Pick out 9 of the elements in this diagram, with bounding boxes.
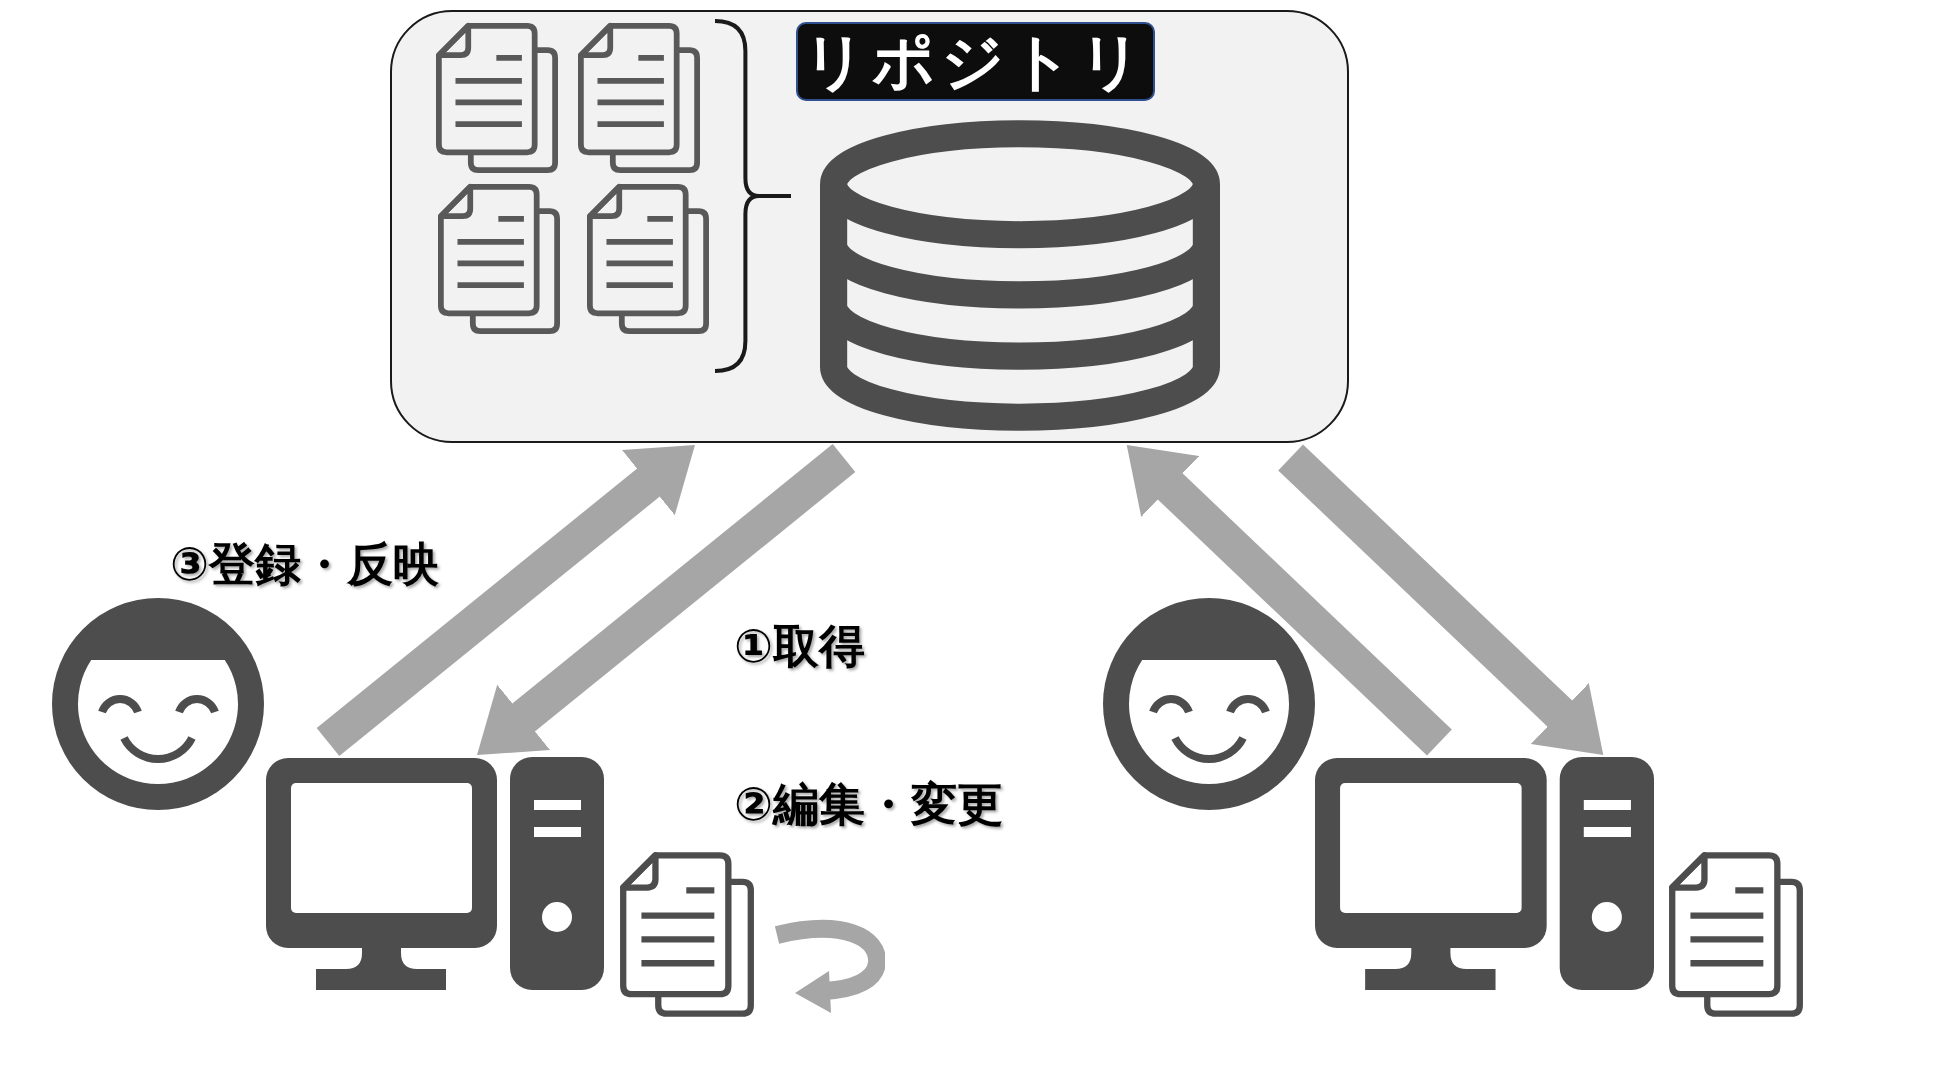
repository-label: リポジトリ [796, 22, 1155, 101]
step-label: ②編集・変更 [734, 776, 1003, 832]
computer-icon [1315, 757, 1654, 990]
edge-label: ①取得 [734, 618, 865, 674]
arrow [477, 444, 856, 756]
computer-icon [266, 757, 604, 990]
edge-label: ③登録・反映 [170, 536, 439, 592]
arrow [1278, 444, 1604, 755]
repository-panel [390, 10, 1349, 443]
